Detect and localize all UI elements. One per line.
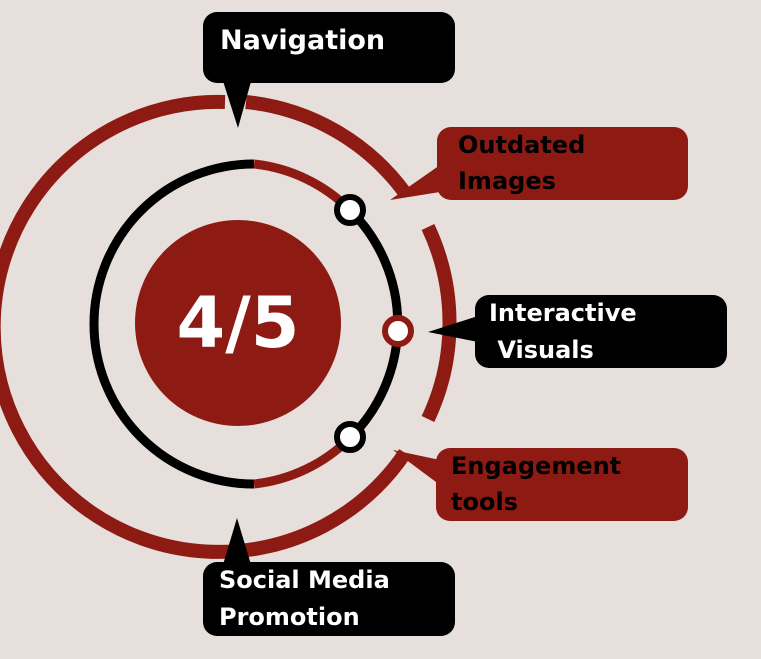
social-media-promotion-label-line-1: Social Media bbox=[219, 566, 390, 594]
social-media-promotion-label: Social Media Promotion bbox=[203, 562, 455, 636]
interactive-visuals-label-line-1: Interactive bbox=[489, 299, 637, 327]
outdated-images-pointer bbox=[390, 165, 440, 200]
outer-ring-arc-left bbox=[0, 94, 411, 559]
inner-ring-arc-red-bottom bbox=[253, 434, 354, 489]
outdated-images-label-line-1: Outdated bbox=[458, 131, 586, 159]
navigation-label-line-1: Navigation bbox=[220, 25, 386, 56]
marker-outdated-images bbox=[334, 194, 366, 226]
inner-ring-arc-black bbox=[89, 159, 255, 489]
interactive-visuals-label-line-2: Visuals bbox=[489, 336, 594, 364]
marker-engagement-tools bbox=[334, 421, 366, 453]
score-value: 4/5 bbox=[176, 282, 300, 364]
outer-ring-arc-right bbox=[421, 224, 457, 422]
engagement-tools-label-line-1: Engagement bbox=[451, 452, 622, 480]
engagement-tools-label: Engagement tools bbox=[436, 448, 688, 521]
interactive-visuals-label: Interactive Visuals bbox=[475, 295, 727, 368]
engagement-tools-label-line-2: tools bbox=[451, 488, 518, 516]
navigation-label: Navigation bbox=[203, 12, 455, 83]
marker-interactive-visuals bbox=[382, 315, 414, 347]
engagement-tools-pointer bbox=[393, 450, 440, 485]
social-media-promotion-label-line-2: Promotion bbox=[219, 603, 360, 631]
social-media-promotion-pointer bbox=[222, 518, 252, 568]
interactive-visuals-pointer bbox=[428, 316, 478, 342]
outdated-images-label-line-2: Images bbox=[458, 167, 556, 195]
outdated-images-label: Outdated Images bbox=[437, 127, 688, 200]
center-disc bbox=[135, 220, 341, 426]
navigation-pointer bbox=[222, 78, 252, 128]
outer-ring-arc-top-right bbox=[245, 95, 411, 198]
